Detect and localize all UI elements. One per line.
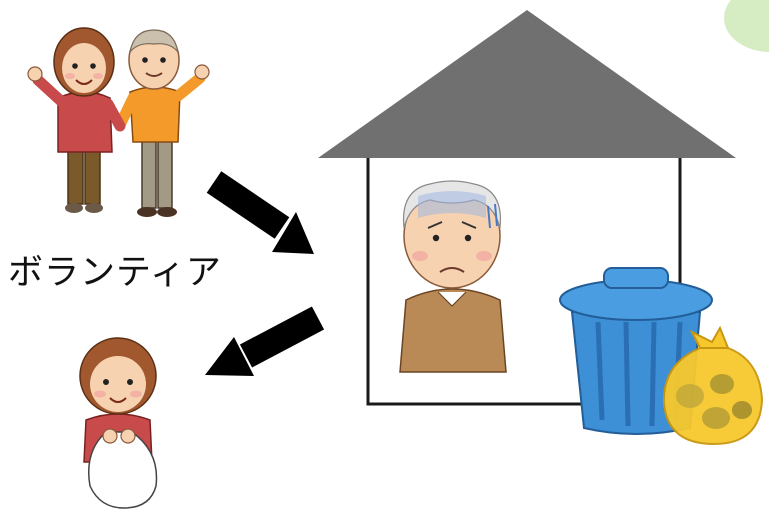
- corner-leaf-decoration: [724, 0, 769, 52]
- volunteer-couple-figure: [27, 27, 210, 217]
- volunteer-woman-figure: [27, 27, 126, 213]
- yellow-garbage-bag-icon: [662, 325, 764, 446]
- house-roof: [318, 10, 736, 158]
- arrow-right-down-icon: [206, 171, 314, 254]
- arrow-left-down-icon: [205, 306, 325, 376]
- volunteer-man-figure: [114, 29, 210, 217]
- woman-carrying-garbage-bag-figure: [79, 337, 158, 509]
- worried-elderly-man-figure: [399, 180, 507, 373]
- volunteer-label: ボランティア: [8, 253, 222, 293]
